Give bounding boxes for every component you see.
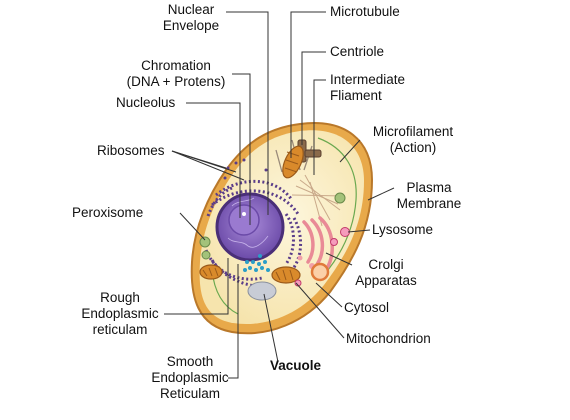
- label-rough-er: Rough Endoplasmic reticulam: [72, 290, 168, 338]
- golgi-vesicle: [297, 255, 303, 261]
- microfilament-strand: [317, 137, 357, 271]
- peroxisome-shape: [199, 236, 211, 248]
- label-vacuole: Vacuole: [270, 358, 321, 374]
- mitochondrion-shape: [199, 264, 223, 280]
- label-vacuole-text: Vacuole: [270, 358, 322, 373]
- label-rough-er-text: Rough Endoplasmic reticulam: [81, 290, 159, 337]
- mitochondrion-shape: [271, 266, 301, 284]
- label-lysosome-text: Lysosome: [372, 222, 434, 237]
- label-peroxisome-text: Peroxisome: [72, 205, 144, 220]
- label-ribosomes: Ribosomes: [97, 143, 165, 159]
- label-mitochondrion-text: Mitochondrion: [346, 331, 431, 346]
- label-microfilament-text: Microfilament (Action): [372, 124, 454, 155]
- peroxisome-shape: [334, 192, 346, 204]
- label-plasma-membrane: Plasma Membrane: [394, 180, 464, 212]
- nucleolus-shape: [228, 204, 260, 236]
- smooth-er-shape: [243, 254, 270, 272]
- label-nucleolus: Nucleolus: [116, 95, 175, 111]
- label-peroxisome: Peroxisome: [72, 205, 143, 221]
- label-cytosol-text: Cytosol: [344, 300, 390, 315]
- label-mitochondrion: Mitochondrion: [346, 331, 431, 347]
- lysosome-shape: [330, 238, 338, 246]
- label-cytosol: Cytosol: [344, 300, 389, 316]
- label-nuclear-envelope: Nuclear Envelope: [158, 2, 224, 34]
- leader-lines: [164, 11, 395, 379]
- label-smooth-er-text: Smooth Endoplasmic Reticulam: [151, 354, 229, 401]
- nucleus-dot: [242, 212, 246, 216]
- label-golgi-text: Crolgi Apparatas: [355, 257, 417, 288]
- vacuole-shape: [247, 281, 277, 301]
- label-smooth-er: Smooth Endoplasmic Reticulam: [144, 354, 236, 402]
- label-nucleolus-text: Nucleolus: [116, 95, 176, 110]
- label-microtubule-text: Microtubule: [330, 4, 400, 19]
- label-centriole: Centriole: [330, 44, 384, 60]
- vesicle-shape: [310, 262, 330, 282]
- label-ribosomes-text: Ribosomes: [97, 143, 165, 158]
- peroxisome-shape: [201, 250, 211, 260]
- label-plasma-membrane-text: Plasma Membrane: [396, 180, 462, 211]
- label-intermediate-filament-text: Intermediate Fliament: [330, 72, 406, 103]
- label-chromation: Chromation (DNA + Protens): [120, 58, 232, 90]
- chromatin-strands: [227, 197, 269, 248]
- label-nuclear-envelope-text: Nuclear Envelope: [162, 2, 220, 33]
- label-golgi: Crolgi Apparatas: [348, 257, 424, 289]
- label-microfilament: Microfilament (Action): [362, 124, 464, 156]
- mitochondrion-shape: [282, 145, 304, 179]
- label-microtubule: Microtubule: [330, 4, 400, 20]
- label-centriole-text: Centriole: [330, 44, 385, 59]
- label-chromation-text: Chromation (DNA + Protens): [126, 58, 226, 89]
- label-intermediate-filament: Intermediate Fliament: [330, 72, 405, 104]
- label-lysosome: Lysosome: [372, 222, 433, 238]
